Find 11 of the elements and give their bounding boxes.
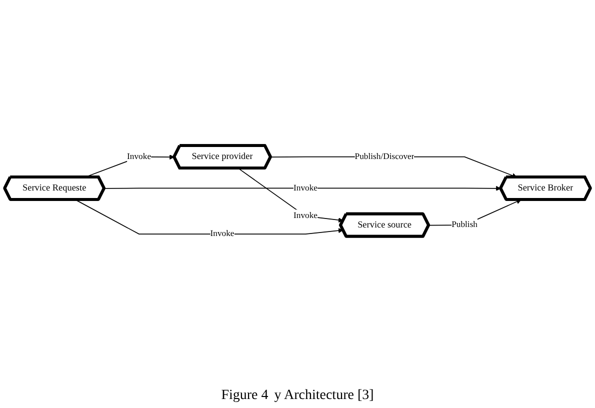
edge-label: Invoke	[210, 229, 234, 238]
edge-label: Invoke	[294, 183, 318, 193]
edge-label: Invoke	[127, 152, 152, 162]
arrow	[104, 186, 502, 191]
edge-label: Invoke	[294, 211, 318, 220]
arrow	[74, 199, 344, 234]
caption-fragment: Figure 4	[221, 388, 268, 404]
arrow	[238, 168, 344, 222]
caption-fragment: y Architecture [3]	[274, 388, 374, 404]
edge-label: Publish/Discover	[354, 152, 414, 162]
edge-label: Publish	[452, 220, 478, 230]
